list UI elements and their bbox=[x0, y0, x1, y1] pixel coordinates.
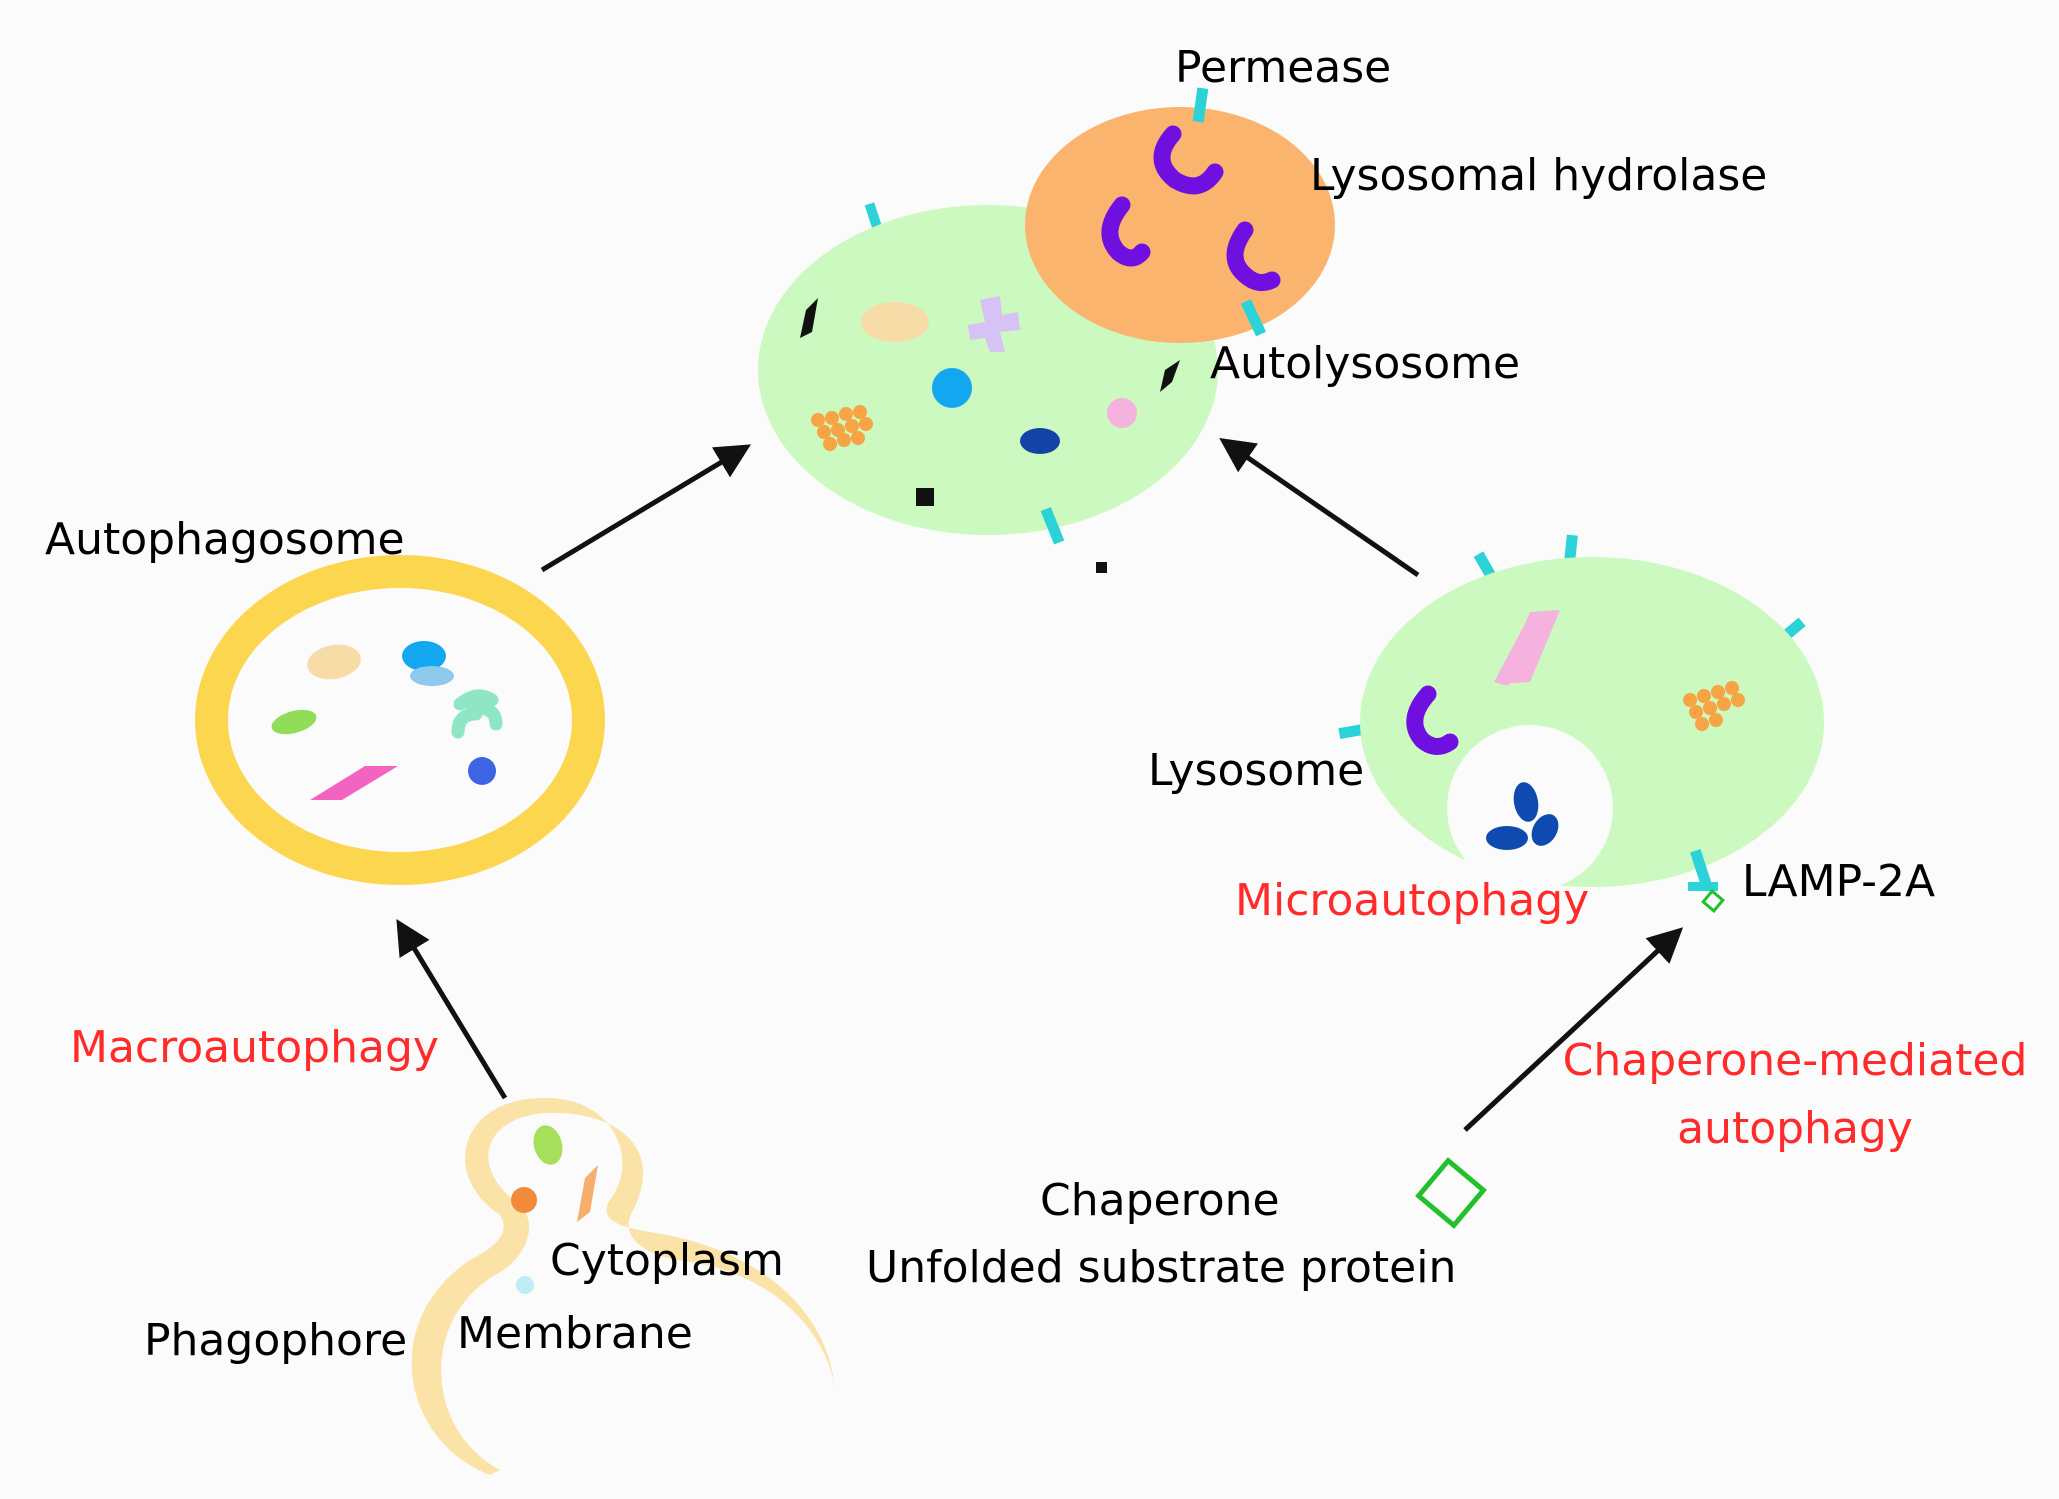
label-autolysosome: Autolysosome bbox=[1210, 338, 1520, 389]
chaperone-box bbox=[1415, 1157, 1487, 1229]
orange-cluster bbox=[811, 405, 873, 451]
navy-particle bbox=[1020, 428, 1060, 454]
navy-particle bbox=[1486, 826, 1528, 850]
beige-particle bbox=[307, 644, 361, 680]
label-chaperone: Chaperone bbox=[1040, 1175, 1280, 1226]
phagophore-group bbox=[411, 1097, 835, 1475]
label-phagophore: Phagophore bbox=[144, 1315, 407, 1366]
pink-rhombus bbox=[310, 766, 398, 800]
black-square bbox=[916, 488, 934, 506]
cyan-particle bbox=[402, 641, 446, 671]
peach-fragment bbox=[577, 1165, 598, 1222]
pink-particle bbox=[1107, 398, 1137, 428]
green-particle bbox=[271, 709, 317, 735]
beige-particle bbox=[861, 302, 929, 342]
label-membrane: Membrane bbox=[457, 1308, 693, 1359]
label-autophagosome: Autophagosome bbox=[45, 514, 405, 565]
lysosomal-hydrolase-shape bbox=[1226, 221, 1281, 292]
green-particle bbox=[533, 1125, 563, 1165]
hydrolase-vesicle bbox=[1025, 107, 1335, 343]
permease-marker bbox=[1192, 87, 1209, 123]
arrow-autophagosome-to-autolysosome bbox=[540, 444, 751, 573]
autolysosome-group bbox=[758, 87, 1335, 573]
lilac-fragment bbox=[968, 296, 1020, 352]
orange-particle bbox=[511, 1187, 537, 1213]
label-cma-line2: autophagy bbox=[1677, 1103, 1913, 1154]
label-macroautophagy: Macroautophagy bbox=[70, 1022, 439, 1073]
light-blue-particle bbox=[410, 666, 454, 686]
blue-particle bbox=[468, 757, 496, 785]
substrate-bound-square bbox=[1701, 889, 1725, 913]
label-unfolded-substrate: Unfolded substrate protein bbox=[866, 1242, 1456, 1293]
lysosomal-hydrolase-shape bbox=[1101, 196, 1151, 267]
label-permease: Permease bbox=[1175, 42, 1391, 93]
lamp2a-receptor bbox=[1690, 849, 1713, 891]
mint-fragment bbox=[451, 689, 503, 739]
label-lamp2a: LAMP-2A bbox=[1742, 856, 1935, 907]
navy-particle bbox=[1513, 782, 1539, 822]
black-square bbox=[1096, 562, 1107, 573]
permease-marker bbox=[1040, 507, 1065, 545]
label-microautophagy: Microautophagy bbox=[1235, 875, 1589, 926]
arrow-lysosome-to-autolysosome bbox=[1219, 438, 1420, 578]
black-fragment bbox=[1160, 360, 1180, 392]
arrow-phagophore-to-autophagosome bbox=[396, 919, 508, 1100]
membrane-vesicle bbox=[516, 1276, 534, 1294]
permease-marker bbox=[1240, 299, 1267, 337]
autophagosome-group bbox=[195, 555, 605, 885]
cyan-particle bbox=[932, 368, 972, 408]
label-lysosome: Lysosome bbox=[1148, 745, 1364, 796]
label-cytoplasm: Cytoplasm bbox=[550, 1235, 784, 1286]
navy-particle bbox=[1531, 814, 1559, 846]
lysosome-group bbox=[1338, 534, 1824, 913]
label-cma-line1: Chaperone-mediated bbox=[1563, 1035, 2028, 1086]
orange-cluster bbox=[1683, 681, 1745, 731]
lysosomal-hydrolase-shape bbox=[1406, 685, 1459, 755]
arrow-chaperone-to-lamp2a bbox=[1463, 927, 1684, 1132]
pink-rhombus bbox=[1500, 610, 1560, 684]
black-fragment bbox=[800, 298, 818, 338]
lamp2a-receptor bbox=[1688, 882, 1718, 891]
phagophore-membrane bbox=[411, 1097, 835, 1475]
lysosomal-hydrolase-shape bbox=[1153, 125, 1224, 195]
label-lysosomal-hydrolase: Lysosomal hydrolase bbox=[1310, 150, 1767, 201]
